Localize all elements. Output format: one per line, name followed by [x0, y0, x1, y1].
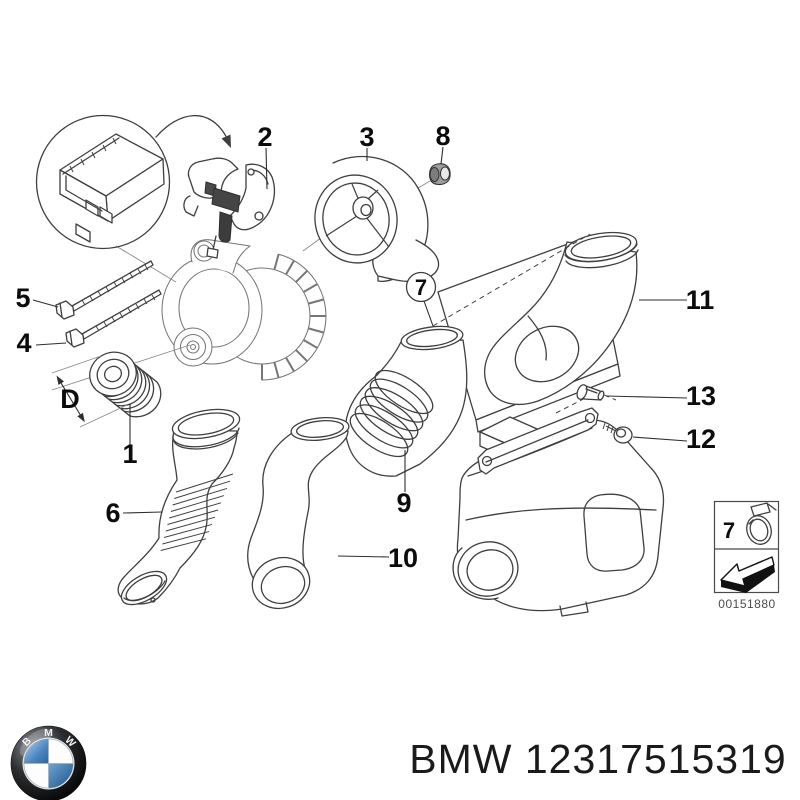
clip-drawing — [576, 384, 605, 401]
elbow-duct-drawing — [483, 231, 639, 405]
pulley-drawing — [89, 351, 162, 418]
hose-clamp-icon — [746, 502, 777, 545]
callout-label-10: 10 — [388, 543, 418, 573]
callout-label-13: 13 — [686, 381, 716, 411]
bmw-logo: B M W — [10, 725, 87, 800]
dimension-label: D — [60, 384, 80, 414]
footer-part-number: BMW 12317515319 — [409, 736, 786, 782]
callout-label-11: 11 — [686, 285, 715, 315]
corrugated-elbow-drawing — [344, 325, 468, 477]
screw-drawing — [602, 422, 633, 444]
voltage-regulator-drawing — [183, 157, 276, 259]
connector-detail-circle — [35, 114, 171, 250]
mounting-nut-drawing — [428, 163, 451, 186]
detail-arrow — [155, 114, 231, 148]
doc-number: 00151880 — [718, 597, 775, 611]
callout-label-8: 8 — [435, 121, 450, 151]
callout-label-1: 1 — [122, 439, 137, 469]
callout-label-12: 12 — [686, 424, 716, 454]
bolt-long-drawing — [55, 260, 154, 320]
bolt-short-drawing — [65, 289, 162, 348]
circled-callout-7-label: 7 — [415, 275, 427, 300]
callout-label-2: 2 — [257, 122, 272, 152]
logo-letter-m: M — [44, 727, 53, 739]
mounting-bracket-drawing — [477, 407, 599, 475]
callout-label-4: 4 — [16, 328, 31, 358]
callout-leaders — [32, 146, 688, 558]
callout-label-6: 6 — [105, 498, 120, 528]
connector-plug-drawing — [59, 133, 165, 243]
callout-label-5: 5 — [15, 283, 30, 313]
air-channel-drawing — [452, 416, 665, 617]
callout-label-9: 9 — [396, 488, 411, 518]
callout-label-3: 3 — [359, 122, 374, 152]
legend-box: 7 — [713, 500, 780, 594]
legend-ref-label: 7 — [723, 518, 735, 543]
alternator-drawing — [161, 239, 327, 381]
s-duct-drawing — [247, 416, 350, 610]
dimension-d: D — [51, 355, 128, 428]
intake-duct-left-drawing — [117, 408, 241, 606]
circled-callout-7: 7 — [405, 271, 437, 303]
fan-housing-drawing — [314, 155, 440, 283]
direction-arrow-icon — [720, 556, 775, 593]
